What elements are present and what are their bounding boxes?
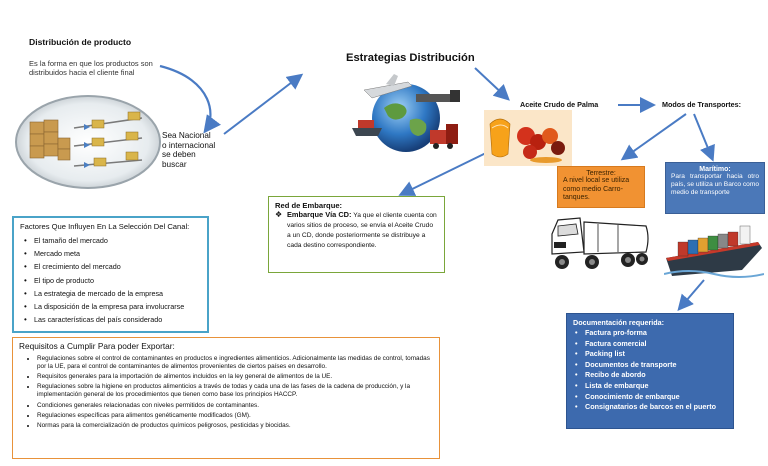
list-item: El tipo de producto [20,274,202,287]
page-title: Distribución de producto [29,37,132,47]
factors-list: El tamaño del mercado Mercado meta El cr… [20,234,202,327]
page-subtitle: Es la forma en que los productos son dis… [29,59,153,77]
factors-box: Factores Que Influyen En La Selección De… [12,216,209,333]
land-text: A nivel local se utiliza como medio Carr… [563,177,630,202]
arrow-to-network [398,151,489,196]
list-item: Conocimiento de embarque [573,392,727,403]
list-item: Factura pro-forma [573,328,727,339]
curve-arrow [159,64,221,134]
list-item: Recibo de abordo [573,370,727,381]
list-item: Consignatarios de barcos en el puerto [573,402,727,413]
network-title: Red de Embarque: [275,201,343,210]
list-item: La estrategia de mercado de la empresa [20,287,202,300]
list-item: El tamaño del mercado [20,234,202,247]
list-item: El crecimiento del mercado [20,260,202,273]
list-item: Normas para la comercialización de produ… [37,422,431,430]
documentation-box: Documentación requerida: Factura pro-for… [566,313,734,429]
land-transport-box: Terrestre: A nivel local se utiliza como… [557,166,645,208]
requirements-title: Requisitos a Cumplir Para poder Exportar… [19,341,175,351]
sea-text: Para transportar hacia otro país, se uti… [671,173,759,196]
strategies-title: Estrategias Distribución [346,52,475,64]
cargo-ship-image [663,218,765,278]
tanker-truck-image [548,212,652,274]
list-item: Condiciones generales relacionadas con n… [37,402,431,410]
arrow-to-strategies [223,73,304,135]
documentation-list: Factura pro-forma Factura comercial Pack… [573,328,727,413]
list-item: La disposición de la empresa para involu… [20,300,202,313]
requirements-list: Regulaciones sobre el control de contami… [19,355,431,430]
list-item: Mercado meta [20,247,202,260]
factors-title: Factores Que Influyen En La Selección De… [20,222,190,231]
palm-oil-image [484,110,572,166]
shipping-network-box: Red de Embarque: ❖ Embarque Vía CD: Ya q… [268,196,445,273]
sea-title: Marítimo: [699,166,731,173]
arrow-to-land [620,113,687,161]
list-item: Regulaciones sobre el control de contami… [37,355,431,371]
warehouse-boxes-image [14,94,162,190]
palm-oil-label: Aceite Crudo de Palma [520,100,599,109]
list-item: Lista de embarque [573,381,727,392]
list-item: Packing list [573,349,727,360]
arrow-to-palm-oil [474,67,510,101]
arrow-to-sea [693,113,715,162]
network-item: ❖ Embarque Vía CD: Ya que el cliente cue… [275,210,437,249]
list-item: Requisitos generales para la importación… [37,373,431,381]
documentation-title: Documentación requerida: [573,318,665,327]
national-note: Sea Nacional o internacional se deben bu… [162,131,216,169]
globe-transport-image [346,72,466,158]
arrow-to-docs [677,279,705,312]
list-item: Documentos de transporte [573,360,727,371]
list-item: Regulaciones sobre la higiene en product… [37,383,431,399]
list-item: Factura comercial [573,339,727,350]
list-item: Regulaciones específicas para alimentos … [37,412,431,420]
sea-transport-box: Marítimo: Para transportar hacia otro pa… [665,162,765,214]
requirements-box: Requisitos a Cumplir Para poder Exportar… [12,337,440,459]
transport-modes-label: Modos de Transportes: [662,100,742,109]
land-title: Terrestre: [586,170,616,177]
list-item: Las características del país considerado [20,313,202,326]
